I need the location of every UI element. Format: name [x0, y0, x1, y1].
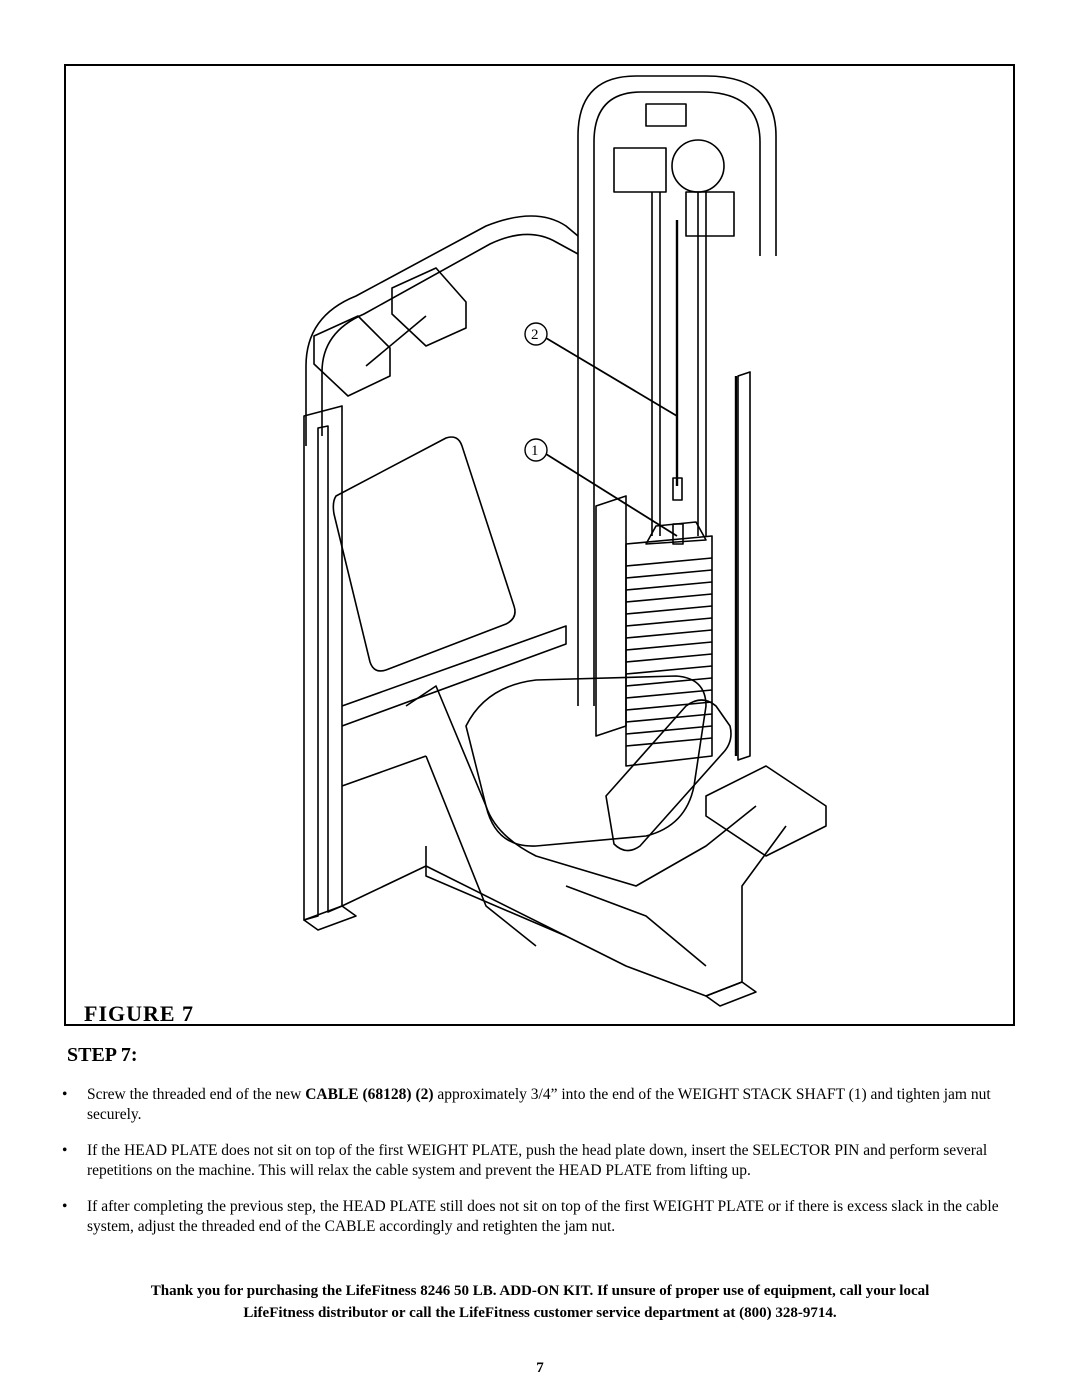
foot-tube	[705, 765, 827, 857]
shoulder-pad-right	[391, 267, 467, 347]
instruction-text: If the HEAD PLATE does not sit on top of…	[87, 1142, 988, 1179]
cable-callout-number: (2)	[415, 1086, 434, 1103]
figure-caption: FIGURE 7	[84, 1001, 195, 1026]
callout-circle-2	[524, 322, 548, 346]
tower-frame	[577, 75, 777, 706]
bullet-marker: •	[62, 1142, 68, 1159]
shoulder-pad-left	[313, 315, 391, 397]
instruction-item: • If the HEAD PLATE does not sit on top …	[60, 1141, 1020, 1181]
page-number: 7	[536, 1360, 544, 1376]
instruction-text: Screw the threaded end of the new	[87, 1086, 306, 1103]
base-frame	[341, 825, 787, 997]
instruction-text: If after completing the previous step, t…	[87, 1198, 999, 1235]
figure-frame: 2 1 FIGURE 7	[64, 64, 1015, 1026]
head-plate	[645, 521, 707, 545]
closing-line-1: Thank you for purchasing the LifeFitness…	[150, 1283, 930, 1299]
arm-pad	[605, 699, 732, 852]
callout-label-1: 1	[531, 443, 539, 459]
instruction-list: • Screw the threaded end of the new CABL…	[60, 1085, 1020, 1253]
cable-part-number: CABLE (68128)	[305, 1086, 412, 1103]
closing-line-2: LifeFitness distributor or call the Life…	[243, 1305, 837, 1321]
top-pulley	[671, 139, 725, 193]
instruction-item: • If after completing the previous step,…	[60, 1197, 1020, 1237]
step-heading: STEP 7:	[67, 1044, 138, 1066]
callout-circle-1	[524, 438, 548, 462]
weight-stack	[625, 535, 713, 767]
back-pad	[332, 436, 516, 672]
closing-note: Thank you for purchasing the LifeFitness…	[60, 1280, 1020, 1324]
callout-label-2: 2	[531, 327, 539, 343]
machine-illustration: 2 1	[303, 75, 827, 1007]
instruction-item: • Screw the threaded end of the new CABL…	[60, 1085, 1020, 1125]
back-pad-frame	[305, 215, 579, 446]
front-upright	[303, 405, 343, 921]
bullet-marker: •	[62, 1086, 68, 1103]
tower-nameplate	[645, 103, 687, 127]
instruction-text: approximately 3/4” into the end of the W…	[87, 1086, 991, 1123]
seat-frame	[405, 685, 757, 887]
bullet-marker: •	[62, 1198, 68, 1215]
